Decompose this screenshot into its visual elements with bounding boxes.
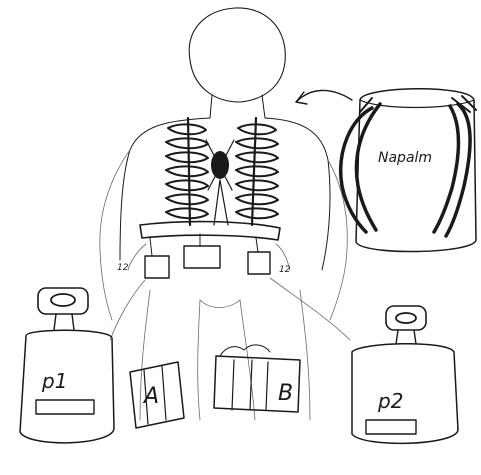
hose-to-left-tank <box>110 280 145 340</box>
strap-label-right: 12 <box>279 265 291 275</box>
right-coil <box>236 124 278 218</box>
belt-pouch-left <box>145 256 169 278</box>
left-arm-outline <box>100 150 130 320</box>
tank-right-handle <box>386 306 426 330</box>
tank-left-handle <box>38 288 88 314</box>
belt-band <box>140 222 280 240</box>
hose-to-right-tank <box>270 278 350 340</box>
crotch-line <box>200 300 240 308</box>
tank-label-left: p1 <box>41 369 67 393</box>
napalm-bag <box>341 89 476 252</box>
napalm-bag-label: Napalm <box>378 150 432 166</box>
tank-right <box>352 306 458 443</box>
tank-right-body <box>352 344 458 444</box>
boot-label-left: A <box>142 384 159 409</box>
tank-right-label-plate <box>366 420 416 434</box>
back-harness <box>166 118 278 225</box>
belt-pouch-center <box>184 246 220 268</box>
head-outline <box>189 8 285 102</box>
strap-label-left: 12 <box>117 263 129 273</box>
belt-pouch-right <box>248 252 270 274</box>
tank-label-right: p2 <box>377 389 403 413</box>
right-arm-outline <box>328 160 347 320</box>
figure-outline <box>100 8 347 420</box>
waist-belt <box>128 222 290 278</box>
tank-left-label-plate <box>36 400 94 414</box>
tank-left <box>20 288 114 443</box>
left-coil <box>166 124 208 218</box>
boot-label-right: B <box>278 381 293 406</box>
